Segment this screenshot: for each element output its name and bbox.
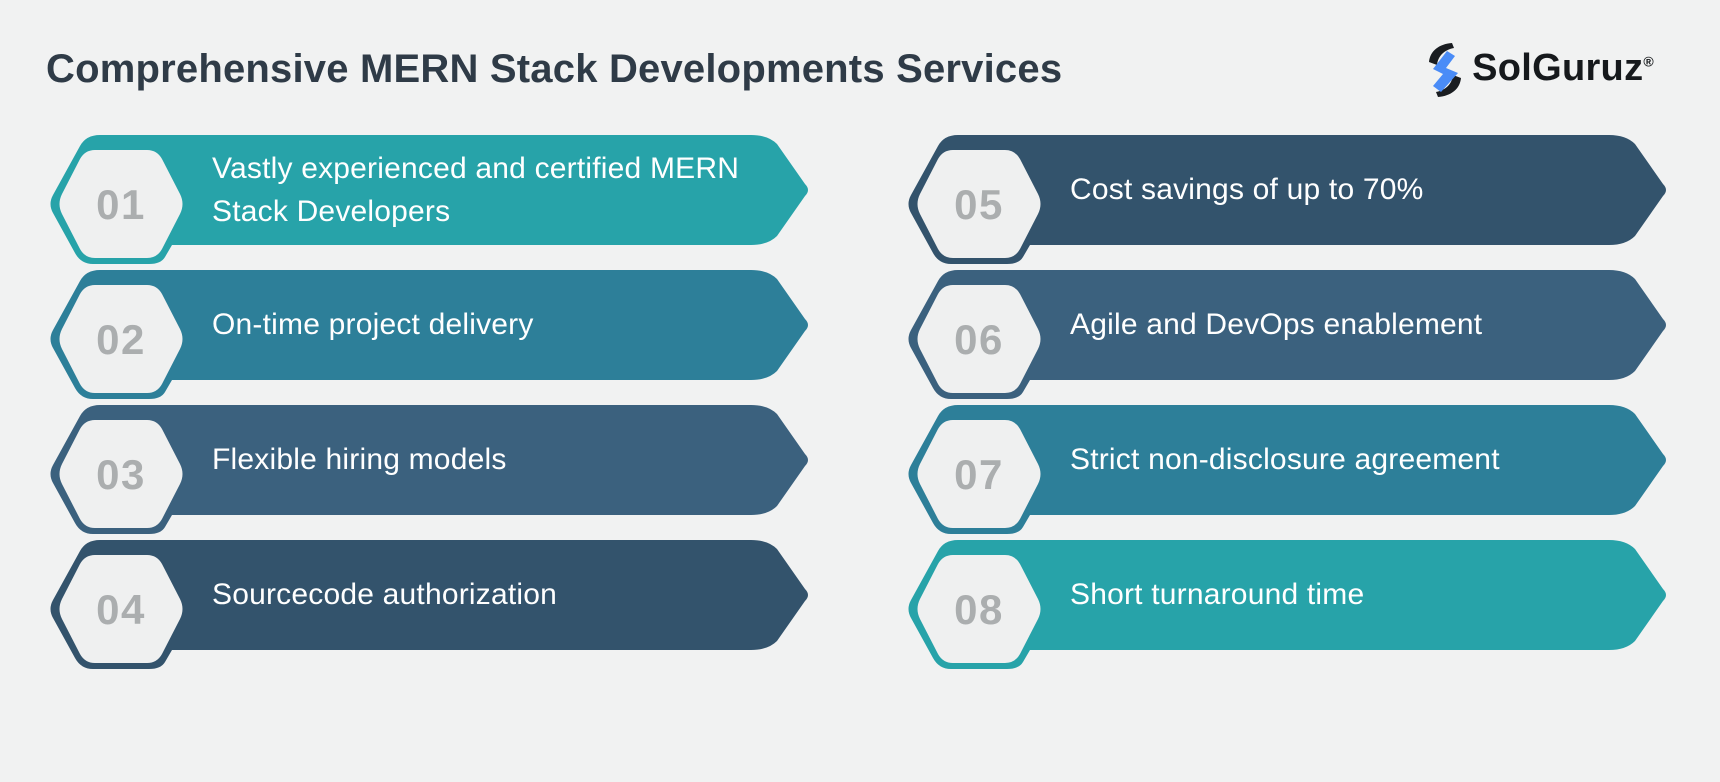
banner-arrow	[50, 540, 808, 669]
item-number: 07	[954, 451, 1004, 498]
item-number: 06	[954, 316, 1004, 363]
banner-arrow	[908, 540, 1666, 669]
number-badge-hexagon	[59, 420, 183, 528]
item-label: Short turnaround time	[1070, 578, 1365, 612]
banner-shape: 01	[50, 135, 808, 264]
banner-arrow	[908, 135, 1666, 264]
item-number: 05	[954, 181, 1004, 228]
item-number: 03	[96, 451, 146, 498]
number-badge-hexagon	[59, 285, 183, 393]
item-number: 04	[96, 586, 146, 633]
registered-mark: ®	[1643, 53, 1654, 70]
item-label: Sourcecode authorization	[212, 578, 558, 612]
page-title: Comprehensive MERN Stack Developments Se…	[46, 46, 1063, 91]
banner-arrow	[908, 405, 1666, 534]
service-item-03: 03 Flexible hiring models	[48, 405, 818, 537]
header: Comprehensive MERN Stack Developments Se…	[0, 0, 1720, 100]
number-badge-hexagon	[917, 150, 1041, 258]
item-label: On-time project delivery	[212, 308, 534, 342]
banner-arrow	[908, 270, 1666, 399]
banner-shape: 06	[908, 270, 1666, 399]
item-label: Flexible hiring models	[212, 443, 507, 477]
number-badge-hexagon	[59, 555, 183, 663]
banner-shape: 07	[908, 405, 1666, 534]
banner-arrow	[50, 135, 808, 264]
service-item-01: 01 Vastly experienced and certified MERN…	[48, 135, 818, 267]
banner-shape: 02	[50, 270, 808, 399]
banner-shape: 08	[908, 540, 1666, 669]
service-item-02: 02 On-time project delivery	[48, 270, 818, 402]
number-badge-hexagon	[917, 420, 1041, 528]
service-item-08: 08 Short turnaround time	[906, 540, 1676, 672]
service-item-07: 07 Strict non-disclosure agreement	[906, 405, 1676, 537]
service-item-04: 04 Sourcecode authorization	[48, 540, 818, 672]
item-label: Cost savings of up to 70%	[1070, 173, 1424, 207]
item-number: 08	[954, 586, 1004, 633]
item-number: 01	[96, 181, 146, 228]
logo-wordmark: SolGuruz	[1472, 47, 1644, 89]
item-label: Vastly experienced and certified MERN St…	[212, 151, 740, 229]
item-label: Agile and DevOps enablement	[1070, 308, 1483, 342]
banner-arrow	[50, 405, 808, 534]
banner-shape: 04	[50, 540, 808, 669]
number-badge-hexagon	[917, 555, 1041, 663]
banner-shape: 03	[50, 405, 808, 534]
solguruz-logo-icon	[1429, 43, 1462, 97]
number-badge-hexagon	[59, 150, 183, 258]
item-number: 02	[96, 316, 146, 363]
banner-shape: 05	[908, 135, 1666, 264]
solguruz-logo: SolGuruz®	[1424, 40, 1654, 98]
number-badge-hexagon	[917, 285, 1041, 393]
service-item-06: 06 Agile and DevOps enablement	[906, 270, 1676, 402]
solguruz-logo-text: SolGuruz®	[1472, 40, 1654, 96]
service-item-05: 05 Cost savings of up to 70%	[906, 135, 1676, 267]
item-label: Strict non-disclosure agreement	[1070, 443, 1500, 477]
services-grid: 01 Vastly experienced and certified MERN…	[48, 135, 1676, 672]
banner-arrow	[50, 270, 808, 399]
